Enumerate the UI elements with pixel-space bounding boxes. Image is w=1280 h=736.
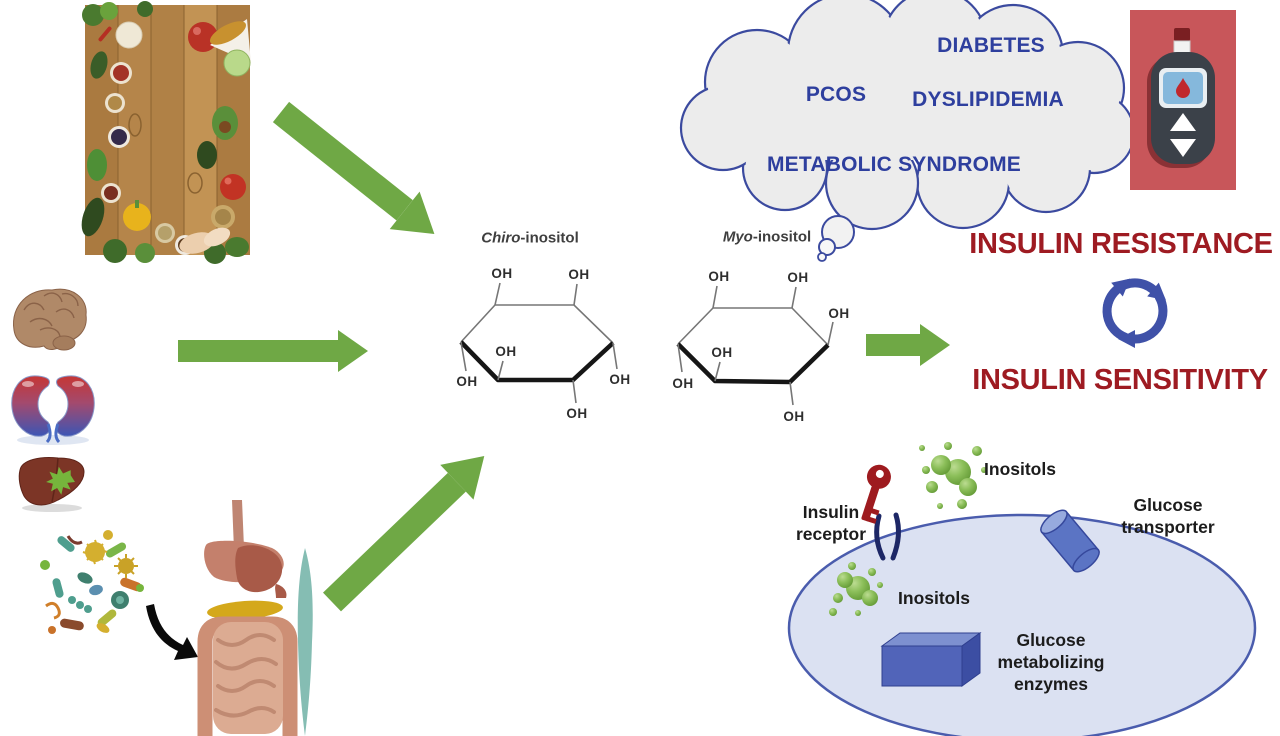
cloud-term-diabetes: DIABETES (937, 33, 1045, 57)
cloud-term-pcos: PCOS (805, 82, 867, 106)
chiro-italic: Chiro (481, 229, 521, 247)
green-arrow-from-foods (272, 101, 435, 235)
green-arrow-from-gut (323, 455, 485, 612)
glucose-metabolizing-enzymes-label: Glucose metabolizing enzymes (997, 630, 1105, 694)
myo-rest: -inositol (752, 228, 812, 246)
cloud-term-dyslipidemia: DYSLIPIDEMIA (912, 87, 1064, 111)
oh-label: OH (711, 345, 732, 360)
myo-inositol-structure: OH OH OH OH OH OH (672, 269, 849, 424)
glucose-meter-icon (1130, 10, 1236, 190)
kidneys-icon (11, 375, 95, 445)
insulin-key-icon (861, 464, 891, 524)
insulin-receptor-icon (874, 512, 901, 561)
black-curved-arrow-icon (146, 604, 198, 660)
oh-label: OH (456, 374, 477, 389)
oh-label: OH (491, 266, 512, 281)
inositols-outside-label: Inositols (984, 459, 1056, 480)
myo-italic: Myo (722, 228, 753, 246)
inositols-inside-label: Inositols (898, 588, 970, 609)
inositol-bubbles-outside-icon (919, 442, 987, 509)
oh-label: OH (783, 409, 804, 424)
oh-label: OH (828, 306, 849, 321)
gut-microbiome-icon (40, 466, 144, 634)
oh-label: OH (787, 270, 808, 285)
liver-icon (18, 457, 85, 512)
oh-label: OH (609, 372, 630, 387)
oh-label: OH (568, 267, 589, 282)
glucose-transporter-cylinder-icon (1040, 509, 1100, 573)
insulin-resistance-label: INSULIN RESISTANCE (969, 227, 1273, 260)
glucose-transporter-label: Glucose transporter (1121, 495, 1215, 537)
digestive-system-icon (197, 500, 313, 736)
oh-label: OH (495, 344, 516, 359)
myo-inositol-label: Myo-inositol (723, 229, 811, 248)
cloud-term-metabolic-syndrome: METABOLIC SYNDROME (766, 152, 1022, 176)
insulin-receptor-label: Insulin receptor (795, 502, 867, 544)
green-arrow-to-outcomes (866, 324, 950, 366)
enzymes-box-icon (880, 632, 982, 687)
insulin-sensitivity-label: INSULIN SENSITIVITY (972, 363, 1268, 396)
oh-label: OH (708, 269, 729, 284)
green-arrow-from-organs (178, 330, 368, 372)
cell-membrane (787, 513, 1257, 736)
healthy-foods-photo (81, 1, 251, 264)
thought-cloud-icon (679, 0, 1136, 262)
brain-icon (13, 288, 87, 351)
chiro-inositol-label: Chiro-inositol (481, 230, 579, 249)
chiro-inositol-structure: OH OH OH OH OH OH (456, 266, 630, 421)
inositol-bubbles-inside-icon (829, 562, 883, 616)
oh-label: OH (672, 376, 693, 391)
cycle-arrows-icon (1102, 278, 1168, 348)
oh-label: OH (566, 406, 587, 421)
chiro-rest: -inositol (520, 229, 579, 247)
